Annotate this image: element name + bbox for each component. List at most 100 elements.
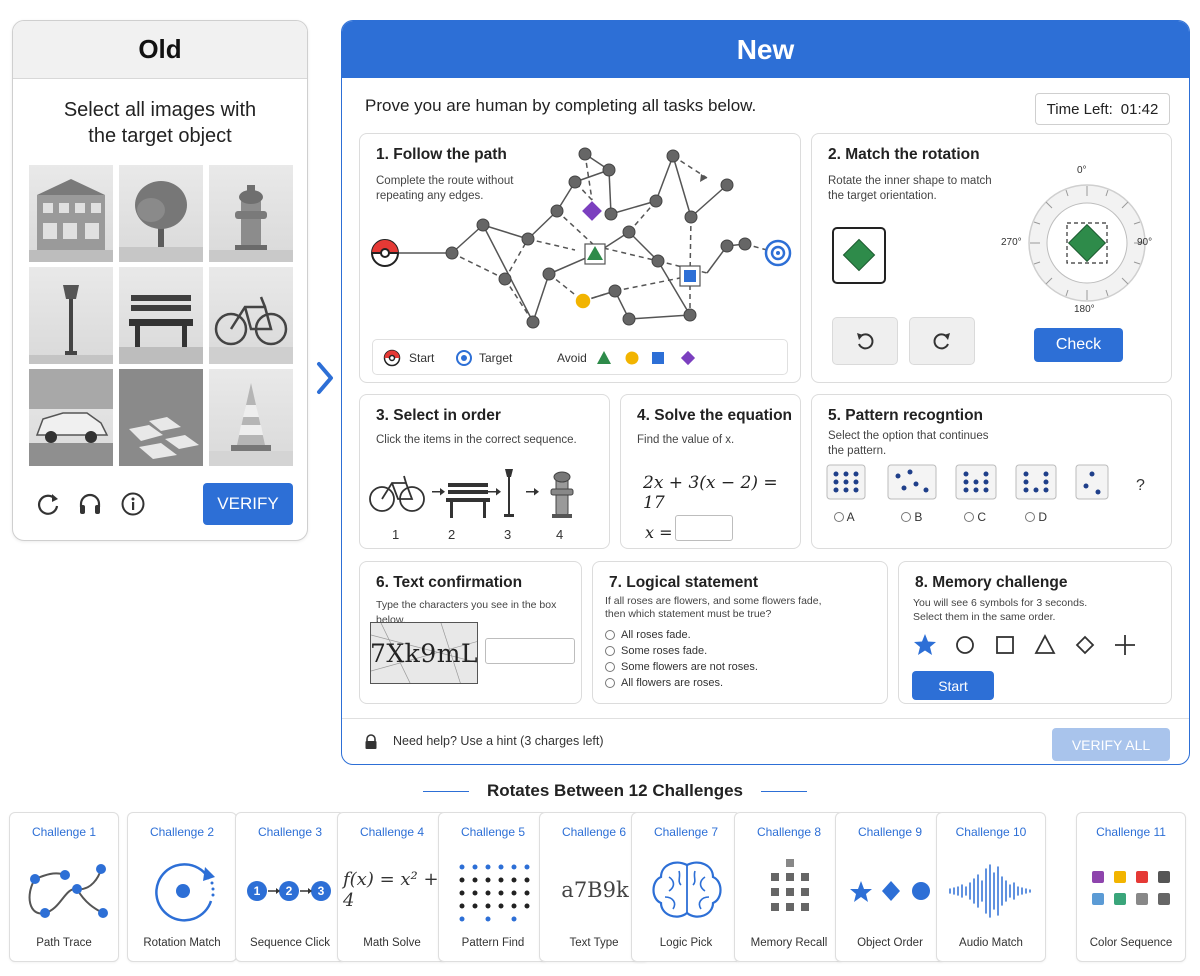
challenge-5-title: Challenge 5	[460, 825, 526, 839]
sequence-items[interactable]	[368, 461, 608, 521]
memory-start-button[interactable]: Start	[912, 671, 994, 700]
check-button[interactable]: Check	[1034, 328, 1123, 362]
logic-option-4[interactable]: All flowers are roses.	[605, 677, 723, 689]
new-subtitle: Prove you are human by completing all ta…	[365, 96, 757, 115]
rotation-dial[interactable]	[1012, 168, 1162, 318]
seq-num-1: 1	[254, 884, 261, 898]
challenge-1-label: Path Trace	[36, 937, 92, 949]
card2-title: 2. Match the rotation	[828, 146, 980, 163]
challenge-card-7[interactable]: Challenge 7 Logic Pick	[631, 812, 741, 962]
sequence-number-3: 3	[504, 527, 512, 542]
challenge-6-title: Challenge 6	[561, 825, 627, 839]
card-follow-path: 1. Follow the path Complete the route wi…	[359, 133, 801, 383]
image-tile-crosswalk[interactable]	[119, 369, 203, 466]
card-logical-statement: 7. Logical statement If all roses are fl…	[592, 561, 888, 704]
card8-desc-line1: You will see 6 symbols for 3 seconds.	[913, 597, 1088, 609]
challenge-3-label: Sequence Click	[250, 937, 330, 949]
card5-desc-line1: Select the option that continues	[828, 430, 989, 442]
verify-all-button[interactable]: VERIFY ALL	[1052, 728, 1170, 761]
challenge-card-6[interactable]: Challenge 6 a7B9k Text Type	[539, 812, 649, 962]
memory-recall-icon	[771, 859, 809, 911]
pattern-option-c-label: C	[977, 510, 987, 524]
old-prompt-line1: Select all images with	[63, 99, 257, 121]
pattern-option-a[interactable]: A	[834, 510, 855, 524]
pattern-find-icon	[459, 864, 530, 922]
logic-option-1[interactable]: All roses fade.	[605, 629, 691, 641]
pattern-option-b-label: B	[914, 510, 923, 524]
legend-start: Start	[409, 351, 435, 365]
square-icon	[996, 636, 1014, 654]
challenge-10-title: Challenge 10	[955, 825, 1027, 839]
rotate-left-button[interactable]	[832, 317, 898, 365]
challenge-4-title: Challenge 4	[359, 825, 425, 839]
challenge-card-4[interactable]: Challenge 4 f(x) = x² + 4 Math Solve	[337, 812, 447, 962]
card5-desc-line2: the pattern.	[828, 445, 887, 457]
new-footer: Need help? Use a hint (3 charges left) V…	[342, 718, 1189, 764]
image-tile-bench[interactable]	[119, 267, 203, 364]
challenge-card-1[interactable]: Challenge 1 Path Trace	[9, 812, 119, 962]
card2-desc-line2: the target orientation.	[828, 190, 937, 202]
sequence-number-4: 4	[556, 527, 564, 542]
chevron-right-icon	[317, 362, 333, 394]
logic-option-2[interactable]: Some roses fade.	[605, 645, 707, 657]
card7-desc-line2: then which statement must be true?	[605, 608, 772, 620]
answer-input[interactable]	[675, 515, 733, 541]
old-panel-title: Old	[13, 21, 307, 79]
card3-title: 3. Select in order	[376, 407, 501, 424]
logic-option-3-label: Some flowers are not roses.	[621, 661, 758, 673]
title-line-left	[422, 790, 469, 792]
color-sequence-icon	[1092, 871, 1170, 905]
image-grid	[29, 165, 293, 466]
card3-desc: Click the items in the correct sequence.	[376, 434, 577, 446]
captcha-input[interactable]	[485, 638, 575, 664]
old-footer: VERIFY	[33, 483, 293, 527]
rotate-right-button[interactable]	[909, 317, 975, 365]
pattern-option-c[interactable]: C	[964, 510, 986, 524]
star-icon	[914, 634, 936, 655]
image-tile-tree[interactable]	[119, 165, 203, 262]
info-icon[interactable]	[120, 491, 146, 517]
challenge-11-title: Challenge 11	[1096, 825, 1166, 839]
title-line-right	[761, 790, 808, 792]
image-tile-car[interactable]	[29, 369, 113, 466]
image-tile-street-lamp[interactable]	[29, 267, 113, 364]
math-formula: f(x) = x² + 4	[343, 869, 439, 911]
card-memory-challenge: 8. Memory challenge You will see 6 symbo…	[898, 561, 1172, 704]
pattern-option-b[interactable]: B	[901, 510, 922, 524]
challenge-card-5[interactable]: Challenge 5 Pattern Find	[438, 812, 548, 962]
refresh-icon[interactable]	[35, 491, 61, 517]
challenge-card-8[interactable]: Challenge 8 Memory Recall	[734, 812, 844, 962]
card1-title: 1. Follow the path	[376, 146, 507, 163]
challenge-card-11[interactable]: Challenge 11 Color Sequence	[1076, 812, 1186, 962]
rotation-match-icon	[155, 863, 215, 922]
challenge-card-2[interactable]: Challenge 2 Rotation Match	[127, 812, 237, 962]
hint-link[interactable]: Need help? Use a hint (3 charges left)	[393, 734, 604, 748]
new-panel-title: New	[342, 21, 1189, 78]
card5-desc: Select the option that continues the pat…	[828, 429, 988, 459]
card-match-rotation: 2. Match the rotation Rotate the inner s…	[811, 133, 1172, 383]
pattern-question: ?	[1136, 477, 1145, 494]
challenge-11-label: Color Sequence	[1089, 937, 1173, 949]
card8-title: 8. Memory challenge	[915, 574, 1068, 591]
challenge-card-9[interactable]: Challenge 9 Object Order	[835, 812, 945, 962]
card5-title: 5. Pattern recogntion	[828, 407, 984, 424]
image-tile-fire-hydrant[interactable]	[209, 165, 293, 262]
path-graph[interactable]	[360, 134, 802, 339]
avoid-shapes-icon	[597, 350, 696, 366]
logic-option-2-label: Some roses fade.	[621, 645, 708, 657]
challenge-card-3[interactable]: Challenge 3 1 2 3 Sequence Click	[235, 812, 345, 962]
image-tile-building[interactable]	[29, 165, 113, 262]
diamond-icon	[1075, 635, 1095, 655]
legend-avoid: Avoid	[557, 351, 587, 365]
image-tile-traffic-cone[interactable]	[209, 369, 293, 466]
headphones-icon[interactable]	[77, 491, 103, 517]
image-tile-bicycle[interactable]	[209, 267, 293, 364]
dial-label-90: 90°	[1137, 237, 1153, 248]
card1-desc: Complete the route without repeating any…	[376, 174, 513, 204]
challenge-card-10[interactable]: Challenge 10 Audio Match	[936, 812, 1046, 962]
verify-button[interactable]: VERIFY	[203, 483, 293, 525]
logic-option-3[interactable]: Some flowers are not roses.	[605, 661, 758, 673]
pattern-option-d[interactable]: D	[1025, 510, 1047, 524]
dial-label-180: 180°	[1074, 304, 1095, 315]
challenge-9-label: Object Order	[857, 937, 923, 949]
